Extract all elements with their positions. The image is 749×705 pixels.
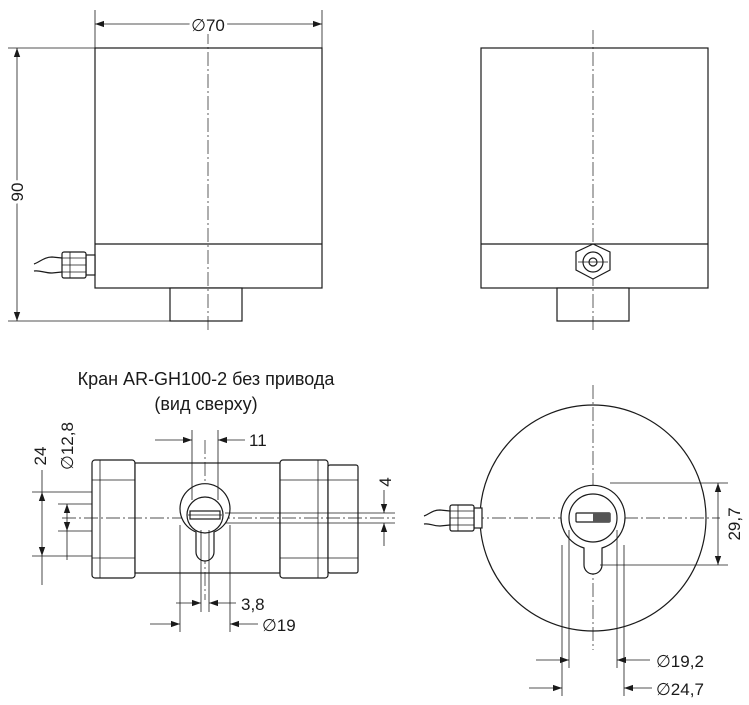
front-dimension-width: ∅70 — [94, 10, 323, 48]
round-dimension-297: 29,7 — [600, 482, 744, 566]
valve-top-view — [62, 440, 395, 600]
valve-right-nut — [279, 459, 329, 579]
front-height-label: 90 — [8, 183, 27, 202]
caption-subtitle: (вид сверху) — [154, 394, 257, 414]
round-dimension-d192: ∅19,2 — [536, 530, 704, 671]
caption-title: Кран AR-GH100-2 без привода — [78, 369, 336, 389]
valve-right-end — [327, 464, 359, 574]
valve-4-label: 4 — [376, 477, 395, 486]
valve-dimension-11: 11 — [155, 430, 267, 500]
valve-dimension-38: 3,8 — [176, 530, 265, 614]
front-valve-stub — [169, 287, 243, 322]
round-d192-label: ∅19,2 — [656, 652, 704, 671]
valve-dimension-24: 24 — [31, 447, 92, 585]
round-cable-gland — [423, 504, 483, 532]
valve-dimension-d19: ∅19 — [150, 525, 296, 635]
front-dimension-height: 90 — [5, 47, 170, 322]
front-cable-gland — [33, 251, 96, 279]
valve-left-nut — [91, 459, 136, 579]
round-dimension-d247: ∅24,7 — [529, 545, 704, 699]
valve-dimension-4: 4 — [225, 477, 395, 546]
round-d247-label: ∅24,7 — [656, 680, 704, 699]
side-hex-nut — [575, 243, 611, 280]
round-top-view — [423, 385, 720, 650]
round-297-label: 29,7 — [725, 507, 744, 540]
side-view — [480, 30, 709, 330]
valve-dimension-d128: ∅12,8 — [58, 422, 92, 560]
valve-11-label: 11 — [249, 431, 267, 450]
valve-24-label: 24 — [31, 447, 50, 466]
valve-d128-label: ∅12,8 — [58, 422, 77, 470]
front-width-label: ∅70 — [191, 16, 225, 35]
valve-38-label: 3,8 — [241, 595, 265, 614]
front-view — [33, 30, 323, 330]
front-body — [94, 47, 323, 289]
valve-d19-label: ∅19 — [262, 616, 296, 635]
round-stem — [560, 484, 626, 575]
valve-stem — [179, 483, 231, 562]
